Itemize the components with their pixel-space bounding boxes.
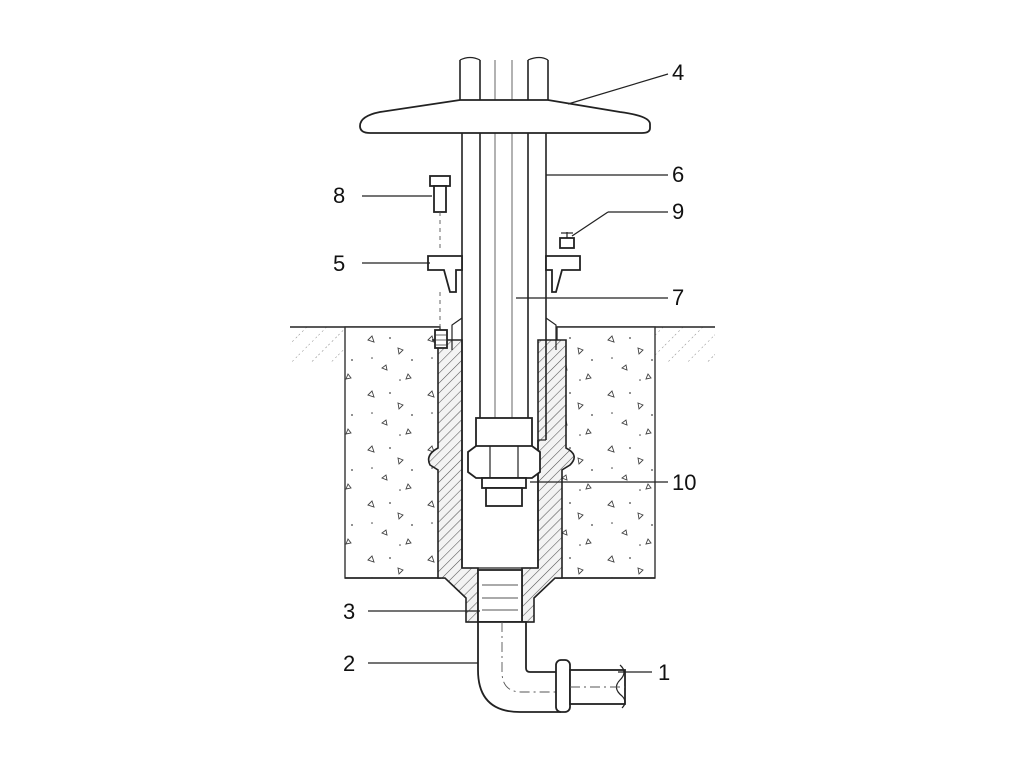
- part-labels: 4 6 9 7 10 1 8 5 3 2: [333, 60, 696, 685]
- nut-assembly: [467, 417, 541, 507]
- ground: [290, 326, 715, 363]
- bolt: [429, 175, 451, 349]
- cover-plate: [359, 99, 651, 134]
- small-fastener: [559, 232, 575, 249]
- label-10: 10: [672, 470, 696, 495]
- label-7: 7: [672, 285, 684, 310]
- elbow-pipe: [477, 621, 561, 713]
- label-1: 1: [658, 660, 670, 685]
- label-2: 2: [343, 651, 355, 676]
- label-8: 8: [333, 183, 345, 208]
- leader-lines: [362, 73, 669, 673]
- label-3: 3: [343, 599, 355, 624]
- supply-pipe: [555, 659, 626, 713]
- housing-body: [427, 339, 575, 623]
- connector-nipple: [477, 569, 523, 623]
- label-9: 9: [672, 199, 684, 224]
- flange-ring: [427, 255, 581, 350]
- label-5: 5: [333, 251, 345, 276]
- label-6: 6: [672, 162, 684, 187]
- label-4: 4: [672, 60, 684, 85]
